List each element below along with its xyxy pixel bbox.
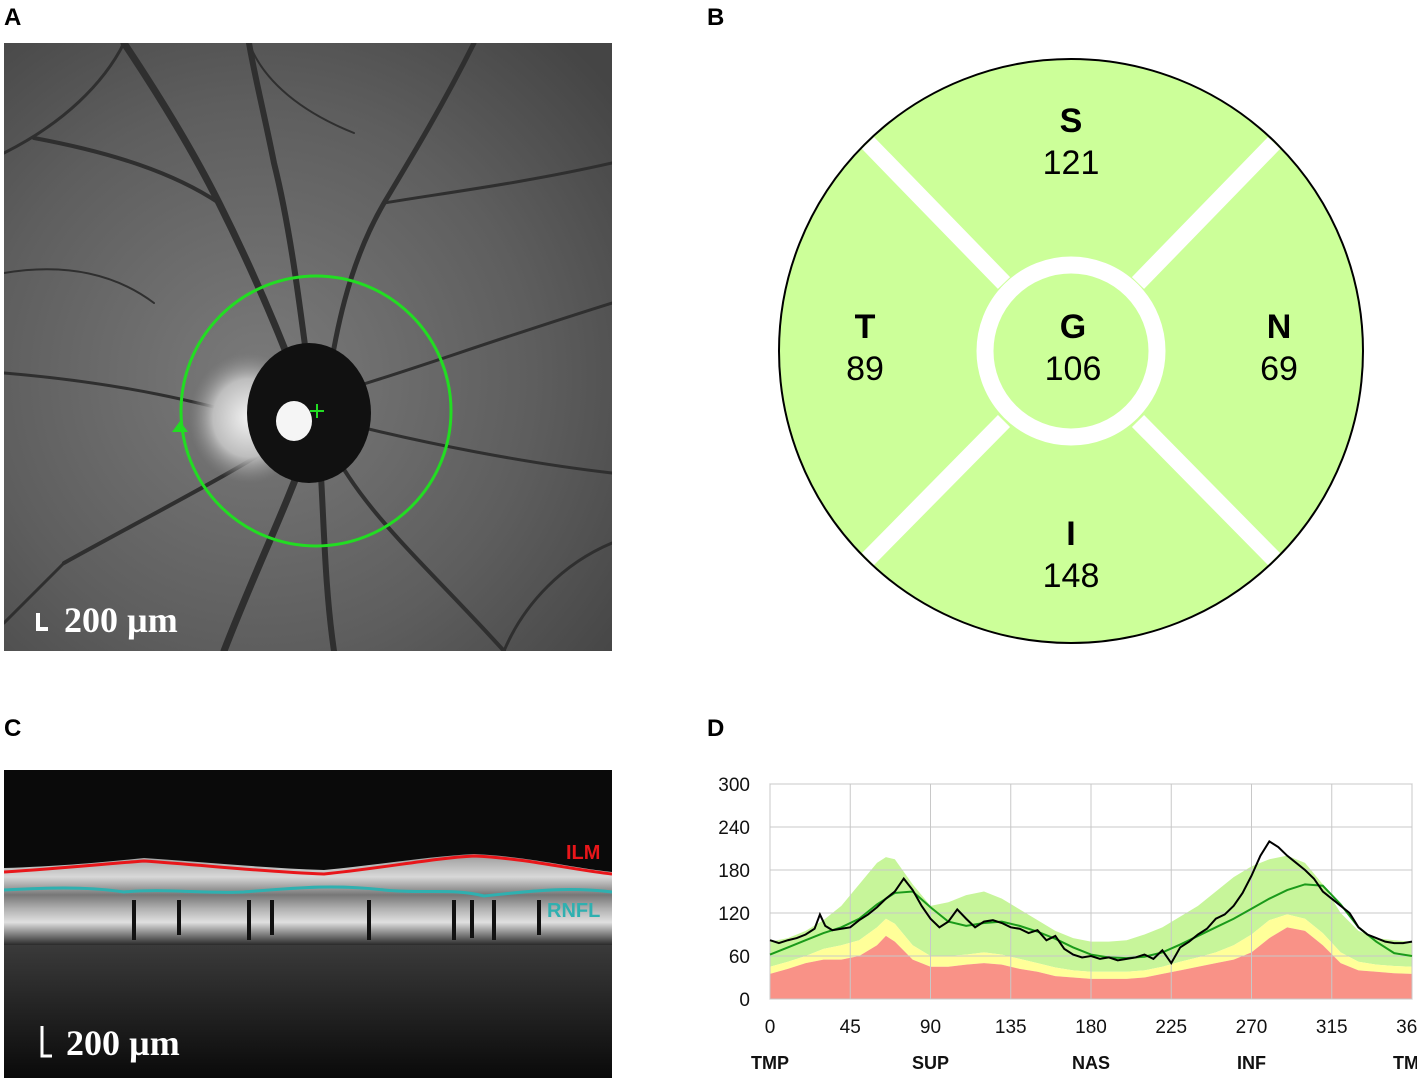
sector-axis-label: SUP	[912, 1053, 949, 1073]
ilm-label: ILM	[566, 842, 601, 864]
x-tick-label: 90	[920, 1017, 941, 1038]
sector-code-i: I	[1066, 515, 1075, 553]
panel-letter-a: A	[4, 4, 22, 31]
sector-code-s: S	[1060, 102, 1083, 140]
ilm-boundary-line	[4, 854, 612, 876]
scan-circle	[179, 274, 453, 548]
fundus-drawing	[4, 43, 612, 651]
fundus-image: 200 µm	[4, 43, 612, 651]
scan-direction-arrow	[172, 421, 188, 432]
x-tick-label: 270	[1236, 1017, 1268, 1038]
sector-axis-label: TMP	[751, 1053, 789, 1073]
x-tick-label: 360	[1396, 1017, 1417, 1038]
scale-label-c: 200 µm	[66, 1023, 180, 1063]
y-tick-label: 120	[718, 904, 750, 925]
disc-center-cross	[310, 404, 324, 418]
sector-axis-label: NAS	[1072, 1053, 1110, 1073]
y-tick-label: 0	[739, 990, 750, 1011]
vessel-shadows	[132, 900, 541, 940]
x-tick-label: 225	[1155, 1017, 1187, 1038]
x-tick-label: 180	[1075, 1017, 1107, 1038]
y-tick-label: 240	[718, 818, 750, 839]
oct-bscan-image: ILM RNFL 200 µm	[4, 770, 612, 1078]
normative-mean-line	[769, 883, 1413, 960]
x-tick-label: 315	[1316, 1017, 1348, 1038]
sector-map: S 121 T 89 G 106 N 69 I 148	[778, 58, 1364, 644]
sector-axis-label: INF	[1237, 1053, 1266, 1073]
tsnit-chart: 0 60 120 180 240 300 0 45 90 135 180 225 270 315 360TM…	[718, 775, 1417, 1073]
scale-bar-mark-c	[40, 1026, 52, 1058]
sector-code-t: T	[855, 308, 876, 346]
patient-thickness-line	[769, 839, 1413, 966]
sector-value-i: 148	[1043, 557, 1100, 595]
scale-label-a: 200 µm	[64, 600, 178, 640]
bscan-drawing	[4, 770, 612, 1078]
rnfl-label: RNFL	[547, 900, 601, 922]
sector-value-g: 106	[1045, 350, 1102, 388]
scale-bar-mark-a	[36, 613, 48, 631]
x-tick-label: 0	[765, 1017, 776, 1038]
sector-value-t: 89	[846, 350, 884, 388]
sector-axis-label: TMP	[1393, 1053, 1417, 1073]
sector-value-n: 69	[1260, 350, 1298, 388]
sector-code-g: G	[1060, 308, 1086, 346]
panel-letter-b: B	[707, 4, 725, 31]
rnfl-boundary-line	[4, 885, 612, 898]
panel-letter-d: D	[707, 715, 725, 742]
sector-value-s: 121	[1043, 144, 1100, 182]
sector-code-n: N	[1267, 308, 1292, 346]
y-tick-label: 60	[729, 947, 750, 968]
x-tick-label: 135	[995, 1017, 1027, 1038]
panel-letter-c: C	[4, 715, 22, 742]
y-tick-label: 300	[718, 775, 750, 796]
x-tick-label: 45	[840, 1017, 861, 1038]
y-tick-label: 180	[718, 861, 750, 882]
